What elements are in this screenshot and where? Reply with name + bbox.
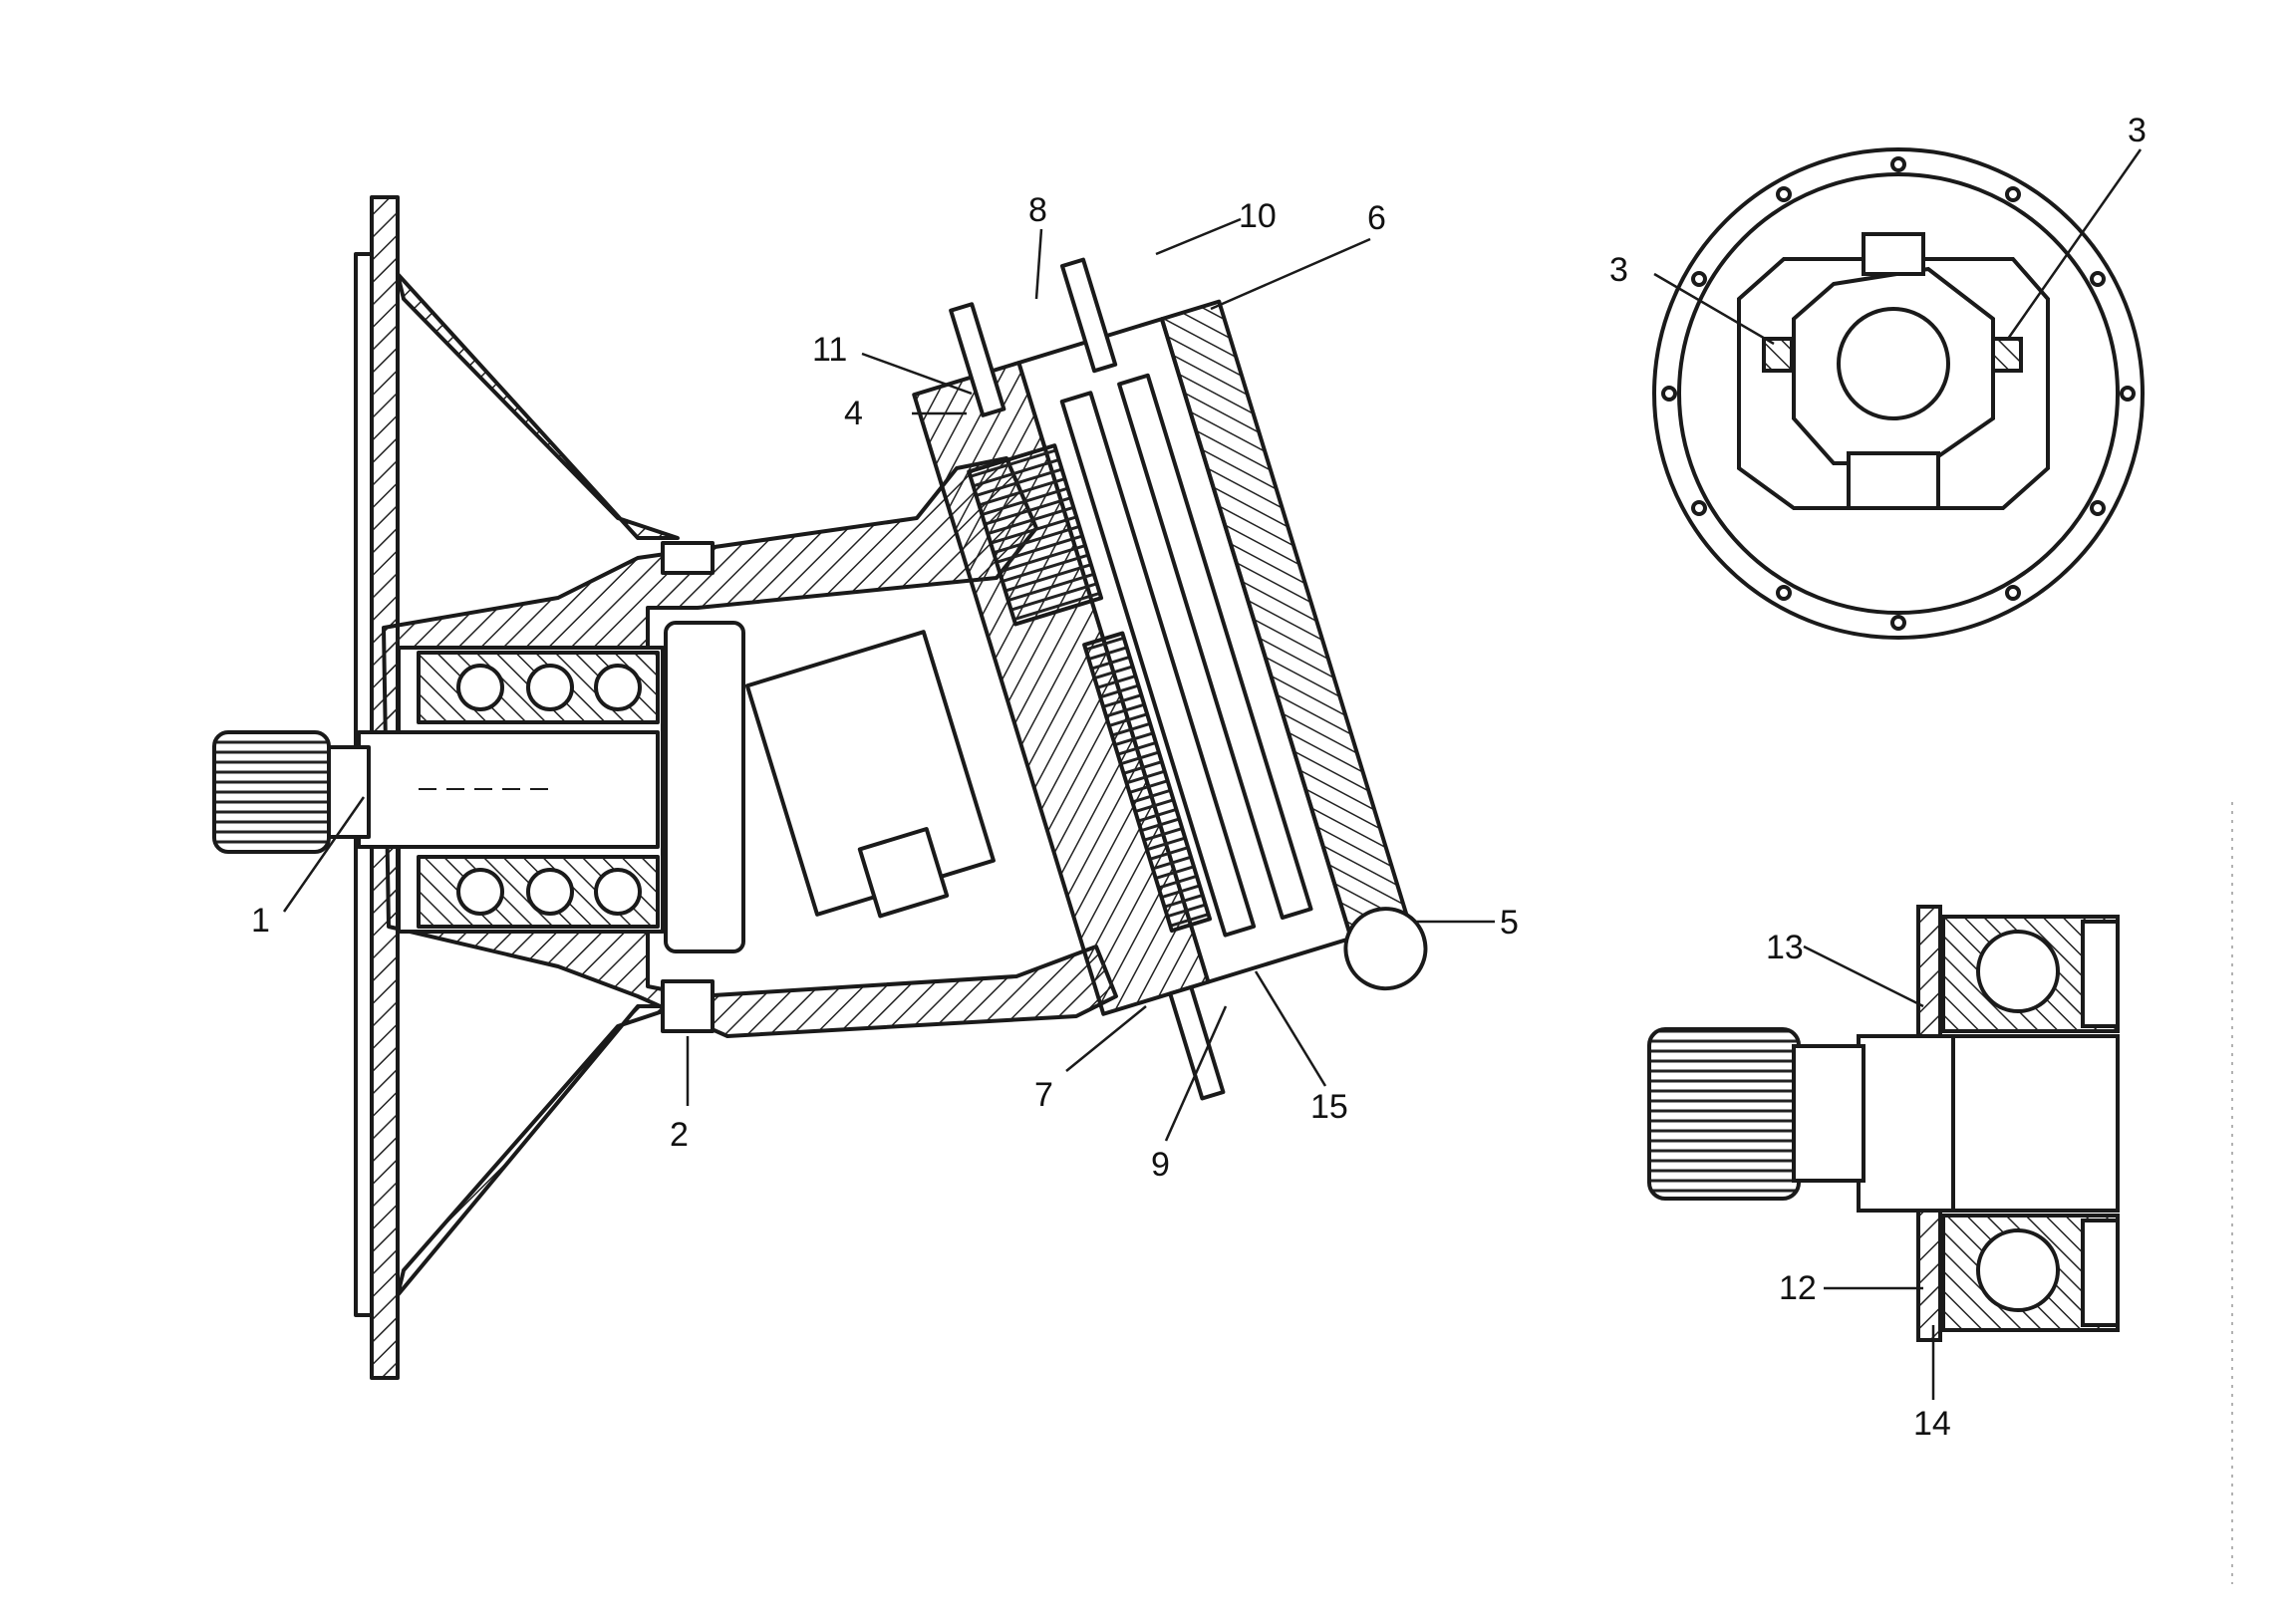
splined-shaft-end <box>212 730 331 854</box>
upper-bearing-row <box>417 651 660 724</box>
callout-10: 10 <box>1239 197 1277 235</box>
main-section-view <box>212 195 1428 1380</box>
callout-8: 8 <box>1028 191 1047 229</box>
top-plug <box>661 541 715 575</box>
leader-lines <box>282 148 2143 1400</box>
callout-2: 2 <box>670 1116 689 1154</box>
end-view-port-right <box>1991 337 2023 373</box>
upper-cone-rib <box>396 272 680 540</box>
callout-5: 5 <box>1500 904 1519 942</box>
callout-4: 4 <box>844 395 863 432</box>
callout-7: 7 <box>1034 1076 1053 1114</box>
cylinder-block <box>744 630 996 919</box>
detail-view <box>1647 905 2120 1342</box>
callout-15: 15 <box>1310 1088 1348 1126</box>
end-view-bolt-circle <box>1661 156 2136 631</box>
end-view-port-left <box>1762 337 1794 373</box>
callout-9: 9 <box>1151 1146 1170 1184</box>
detail-splined-end <box>1647 1027 1801 1201</box>
detail-lower-bearing <box>1941 1214 2120 1332</box>
lower-bearing-row <box>417 855 660 929</box>
detail-shaft-collar <box>1857 1034 1955 1213</box>
callout-3-right: 3 <box>2128 112 2147 149</box>
callout-6: 6 <box>1367 199 1386 237</box>
port-plate-assembly <box>912 257 1428 1101</box>
callout-labels: 1 2 3 3 4 5 6 7 8 9 10 11 12 13 14 15 <box>251 112 2147 1443</box>
end-view <box>1652 147 2145 640</box>
callout-3-left: 3 <box>1609 251 1628 289</box>
callout-11: 11 <box>812 331 847 369</box>
drive-flange-disc <box>664 621 745 953</box>
callout-13: 13 <box>1766 929 1804 966</box>
detail-upper-bearing <box>1941 915 2120 1033</box>
callout-1: 1 <box>251 902 270 940</box>
callout-14: 14 <box>1913 1405 1951 1443</box>
callout-12: 12 <box>1779 1269 1817 1307</box>
lower-cone-rib <box>396 1004 680 1297</box>
drain-plug <box>661 979 715 1033</box>
